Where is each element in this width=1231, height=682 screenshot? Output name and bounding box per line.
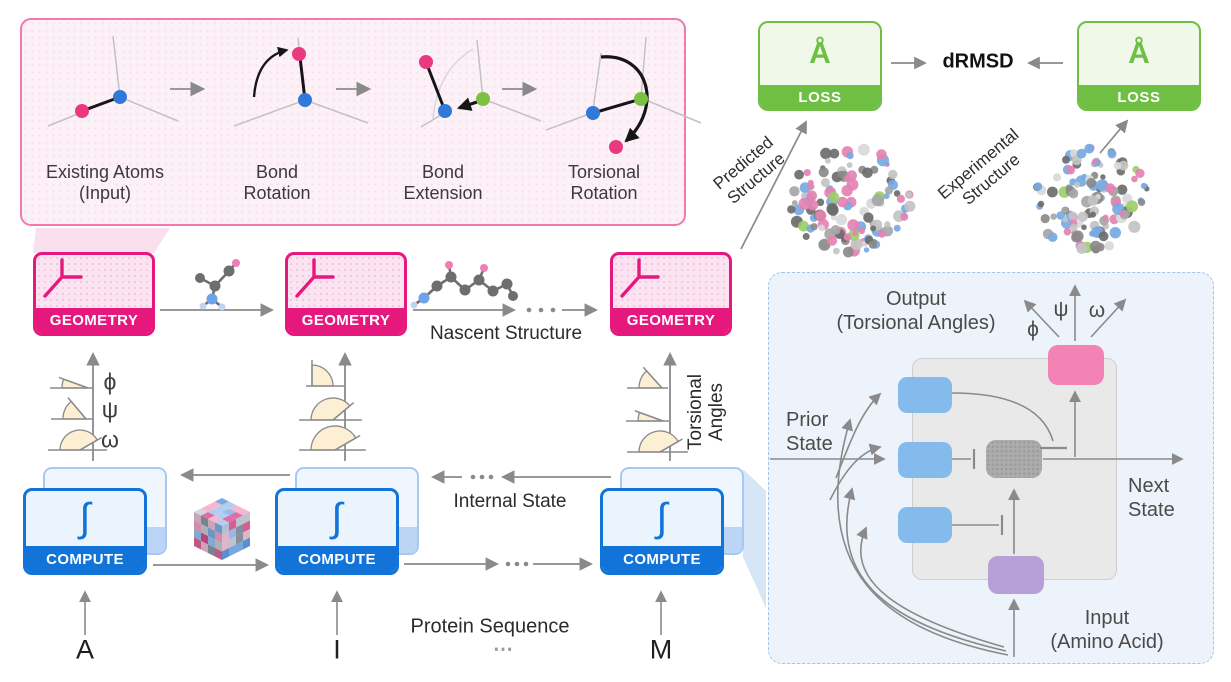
compute-box-2: ∫ COMPUTE [275,488,399,575]
loss-box-experimental: Å LOSS [1077,21,1201,111]
compute-box-1: ∫ COMPUTE [23,488,147,575]
loss-box-label: LOSS [760,85,880,109]
experimental-structure-blob [1033,143,1150,254]
integral-icon: ∫ [331,495,343,540]
lstm-input-box [988,556,1044,594]
geometry-axes-icon [295,258,335,298]
geometry-axes-icon [43,258,83,298]
lstm-gate-3 [898,507,952,543]
lstm-gate-1 [898,377,952,413]
lstm-memory-box [986,440,1042,478]
loss-box-predicted: Å LOSS [758,21,882,111]
angstrom-icon: Å [1128,37,1150,70]
geometry-box-label: GEOMETRY [288,308,404,333]
geometry-box-label: GEOMETRY [36,308,152,333]
compute-box-label: COMPUTE [278,546,396,572]
integral-icon: ∫ [656,495,668,540]
lstm-gate-2 [898,442,952,478]
angstrom-icon: Å [809,37,831,70]
compute-box-label: COMPUTE [26,546,144,572]
compute-box-3: ∫ COMPUTE [600,488,724,575]
geometry-box-label: GEOMETRY [613,308,729,333]
zoom-wedge-pink [33,228,170,253]
geometry-box-2: GEOMETRY [285,252,407,336]
geometry-axes-icon [620,258,660,298]
compute-box-label: COMPUTE [603,546,721,572]
loss-box-label: LOSS [1079,85,1199,109]
geometry-detail-panel [20,18,686,226]
integral-icon: ∫ [79,495,91,540]
zoom-wedge-blue [743,469,766,608]
geometry-box-1: GEOMETRY [33,252,155,336]
lstm-output-box [1048,345,1104,385]
geometry-box-3: GEOMETRY [610,252,732,336]
